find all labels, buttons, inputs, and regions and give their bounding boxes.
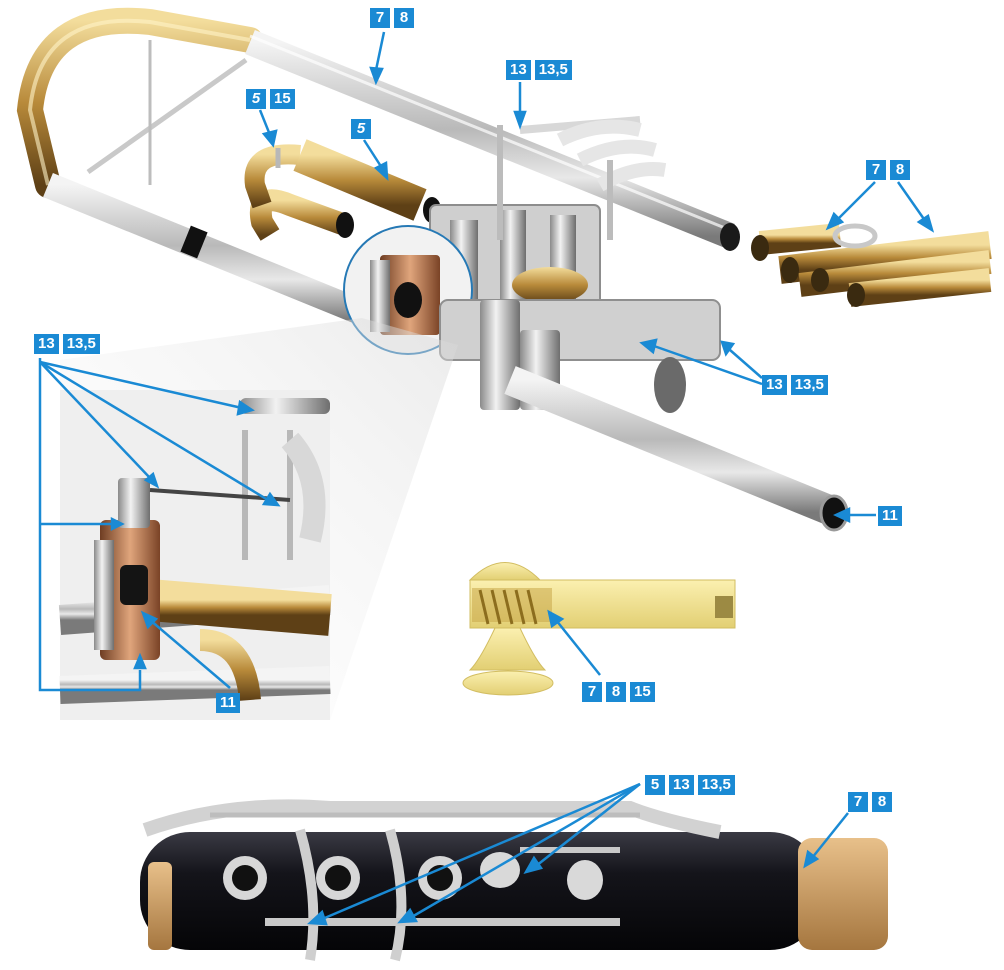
callout-arrow bbox=[825, 181, 876, 231]
label-rotor: 11 bbox=[216, 693, 240, 713]
badge: 7 bbox=[582, 682, 602, 702]
badge: 5 bbox=[351, 119, 371, 139]
tuning-slides bbox=[751, 223, 992, 307]
label-slides: 7 8 bbox=[866, 160, 910, 180]
label-stopper: 7 8 15 bbox=[582, 682, 655, 702]
inset-zoom bbox=[58, 318, 458, 720]
badge: 7 bbox=[848, 792, 868, 812]
label-crook: 5 bbox=[351, 119, 371, 139]
badge: 13,5 bbox=[697, 775, 735, 795]
badge: 11 bbox=[878, 506, 902, 526]
callout-bracket bbox=[38, 358, 142, 692]
badge: 11 bbox=[216, 693, 240, 713]
label-clarinet-keys: 5 13 13,5 bbox=[645, 775, 735, 795]
badge: 7 bbox=[370, 8, 390, 28]
callout-arrow bbox=[547, 609, 601, 676]
badge: 8 bbox=[606, 682, 626, 702]
label-levers: 13 13,5 bbox=[762, 375, 828, 395]
label-inset-mechanism: 13 13,5 bbox=[34, 334, 100, 354]
badge: 13 bbox=[762, 375, 787, 395]
callout-arrow bbox=[369, 31, 386, 86]
callout-arrow bbox=[523, 783, 641, 874]
callout-arrow bbox=[397, 782, 641, 924]
callout-arrow bbox=[513, 82, 527, 130]
callout-arrows bbox=[38, 31, 935, 926]
badge: 8 bbox=[872, 792, 892, 812]
callout-arrow bbox=[306, 782, 641, 926]
badge: 15 bbox=[630, 682, 655, 702]
callout-arrow bbox=[39, 361, 160, 489]
clarinet-illustration bbox=[140, 799, 888, 962]
callout-arrow bbox=[110, 516, 125, 532]
callout-arrow bbox=[362, 139, 389, 182]
callout-arrow bbox=[833, 507, 876, 523]
callout-arrow bbox=[133, 652, 147, 670]
badge: 8 bbox=[890, 160, 910, 180]
badge: 13 bbox=[669, 775, 694, 795]
badge: 5 bbox=[645, 775, 665, 795]
label-valve-cluster: 13 13,5 bbox=[506, 60, 572, 80]
badge: 8 bbox=[394, 8, 414, 28]
badge: 13,5 bbox=[534, 60, 572, 80]
callout-arrow bbox=[39, 360, 281, 507]
badge: 13,5 bbox=[790, 375, 828, 395]
callout-arrow bbox=[140, 610, 231, 689]
badge: 13 bbox=[34, 334, 59, 354]
label-top-tube: 7 8 bbox=[370, 8, 414, 28]
badge: 15 bbox=[270, 89, 295, 109]
badge: 7 bbox=[866, 160, 886, 180]
callout-arrow bbox=[39, 360, 255, 416]
callout-arrow bbox=[803, 812, 849, 869]
callout-arrow bbox=[896, 181, 935, 233]
callout-arrow bbox=[258, 109, 278, 148]
callout-arrow bbox=[720, 340, 763, 379]
label-tenon-cork: 7 8 bbox=[848, 792, 892, 812]
badge: 13,5 bbox=[62, 334, 100, 354]
stopper-illustration bbox=[462, 562, 736, 696]
label-tube-end: 11 bbox=[878, 506, 902, 526]
callout-arrow bbox=[639, 338, 763, 386]
label-water-key: 5 15 bbox=[246, 89, 295, 109]
badge: 13 bbox=[506, 60, 531, 80]
badge: 5 bbox=[246, 89, 266, 109]
